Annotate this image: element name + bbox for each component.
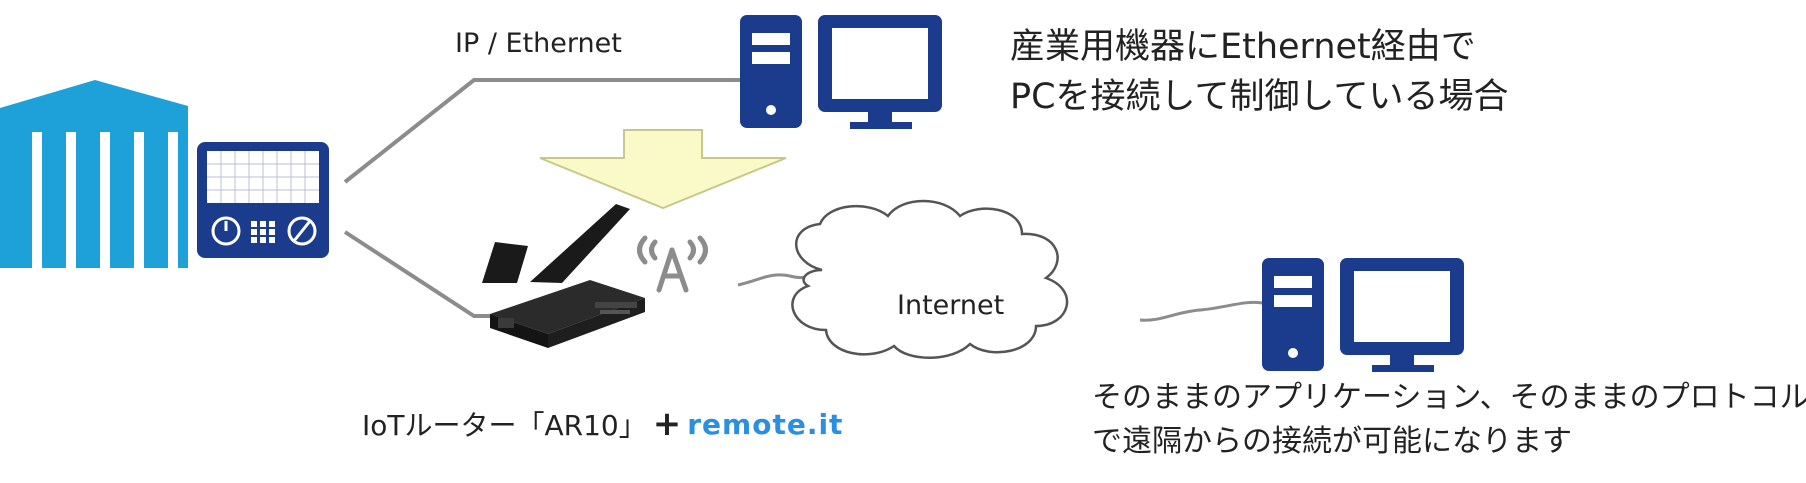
router-name: IoTルーター「AR10」 bbox=[362, 409, 647, 442]
router-icon bbox=[482, 204, 645, 348]
headline-line-1: 産業用機器にEthernet経由で bbox=[1010, 27, 1476, 67]
down-arrow-icon bbox=[539, 129, 787, 210]
ip-ethernet-label: IP / Ethernet bbox=[455, 28, 622, 59]
desktop-pc-icon bbox=[740, 15, 942, 129]
control-panel-icon bbox=[197, 142, 329, 258]
internet-label: Internet bbox=[897, 290, 1005, 321]
factory-building-icon bbox=[0, 80, 188, 268]
note-line-1: そのままのアプリケーション、そのままのプロトコル bbox=[1092, 380, 1806, 415]
cloud-to-pc-line bbox=[1139, 300, 1263, 322]
headline: 産業用機器にEthernet経由で PCを接続して制御している場合 bbox=[1010, 22, 1508, 122]
remote-access-note: そのままのアプリケーション、そのままのプロトコル で遠隔からの接続が可能になりま… bbox=[1092, 376, 1806, 464]
headline-line-2: PCを接続して制御している場合 bbox=[1010, 77, 1509, 117]
remoteit-logo: remote.it bbox=[687, 407, 844, 441]
desktop-pc-icon bbox=[1262, 258, 1464, 372]
wireless-antenna-icon bbox=[637, 235, 708, 293]
plus-sign: + bbox=[652, 404, 682, 444]
router-caption: IoTルーター「AR10」 + remote.it bbox=[362, 404, 843, 444]
router-ethernet-line bbox=[343, 230, 496, 318]
note-line-2: で遠隔からの接続が可能になります bbox=[1092, 424, 1572, 459]
cloud-icon bbox=[791, 199, 1069, 359]
ip-ethernet-line bbox=[343, 78, 740, 184]
